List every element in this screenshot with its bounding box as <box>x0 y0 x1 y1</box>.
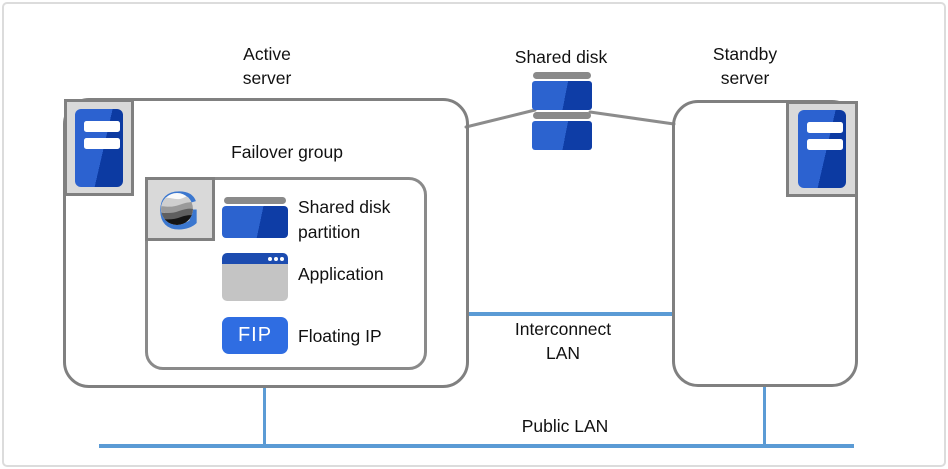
shared-disk-partition-icon-cap <box>224 197 286 204</box>
failover-group-box <box>145 177 427 370</box>
failover-group-label: Failover group <box>231 142 343 162</box>
active-server-label: Active server <box>242 44 292 88</box>
disk-cap <box>533 112 591 119</box>
active-server-icon <box>64 99 134 196</box>
interconnect-lan-label: Interconnect LAN <box>514 319 612 363</box>
active-public-lan-link <box>263 386 266 446</box>
server-tower-icon <box>75 108 123 187</box>
fip-badge: FIP <box>222 317 288 354</box>
window-dot-icon <box>268 256 272 261</box>
standby-server-icon <box>786 101 858 197</box>
interconnect-lan-line <box>468 312 674 316</box>
shared-disk-label: Shared disk <box>514 47 608 67</box>
shared-disk-partition-icon <box>222 206 288 238</box>
application-titlebar <box>222 253 288 264</box>
floating-ip-label: Floating IP <box>298 326 382 346</box>
disk-cap <box>533 72 591 79</box>
server-slot-bar <box>807 139 843 150</box>
application-label: Application <box>298 264 384 284</box>
server-tower-icon <box>798 110 846 188</box>
server-slot-bar <box>84 120 120 132</box>
shared-disk-partition-label: Shared disk partition <box>298 197 391 242</box>
expresscluster-logo-icon: G <box>158 182 200 236</box>
disk-body <box>532 81 592 110</box>
window-dot-icon <box>280 256 284 261</box>
application-window-body <box>222 264 288 301</box>
active-server-box <box>63 98 469 388</box>
public-lan-line <box>99 444 854 448</box>
server-slot-bar <box>84 137 120 149</box>
disk-body <box>532 121 592 150</box>
disk-to-standby-line <box>588 110 676 126</box>
public-lan-label: Public LAN <box>521 416 609 436</box>
server-slot-bar <box>807 122 843 133</box>
standby-server-label: Standby server <box>712 44 778 88</box>
cluster-logo-tray: G <box>145 177 215 241</box>
application-window-icon <box>222 253 288 301</box>
standby-public-lan-link <box>763 385 766 446</box>
active-to-disk-line <box>464 108 537 129</box>
standby-server-box <box>672 100 858 387</box>
window-dot-icon <box>274 256 278 261</box>
